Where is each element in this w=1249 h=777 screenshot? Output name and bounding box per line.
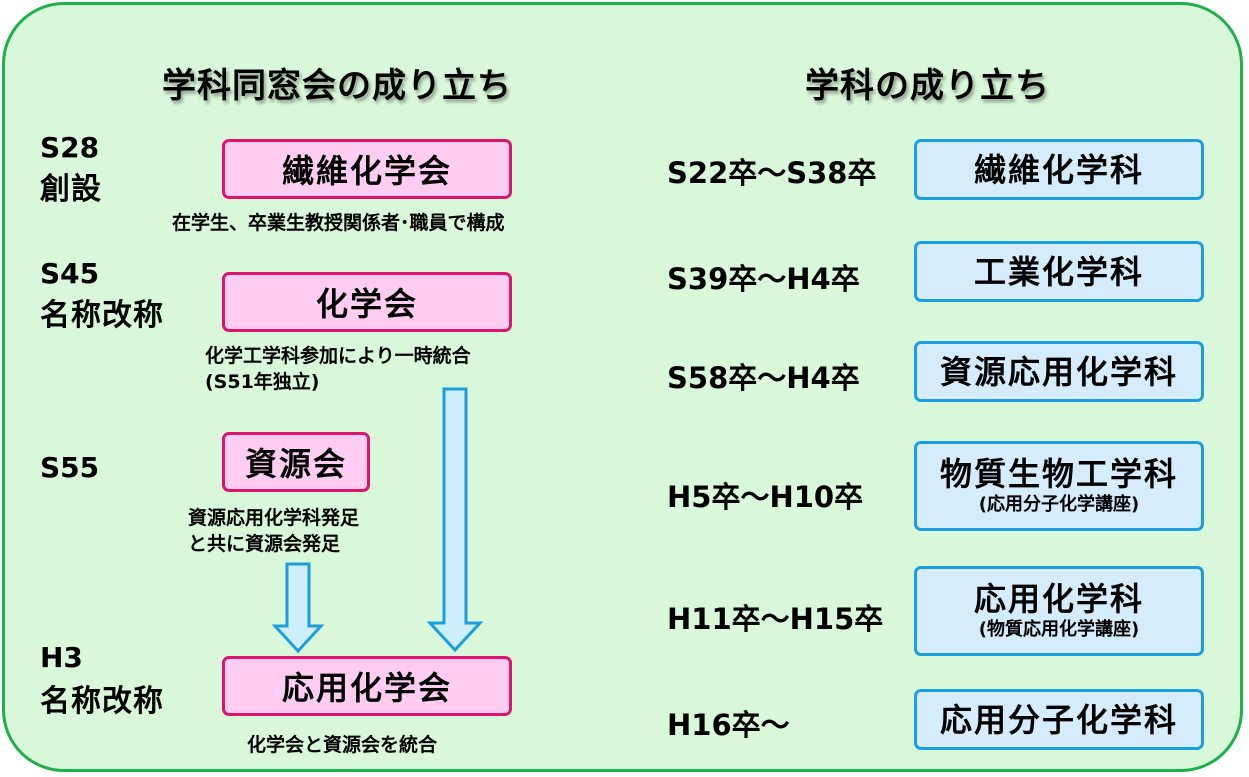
dept-subtitle: (物質応用化学講座): [978, 619, 1140, 640]
dept-name: 物質生物工学科: [939, 455, 1178, 493]
range-h11-h15: H11卒～H15卒: [667, 602, 884, 636]
dept-box-ouyou-bunshi-kagakuka: 応用分子化学科: [914, 689, 1204, 750]
s45-year: S45: [40, 257, 100, 290]
s45-note-1: 化学工学科参加により一時統合: [205, 345, 471, 367]
dept-name: 繊維化学科: [973, 150, 1144, 189]
dept-box-shigen-ouyou-kagakuka: 資源応用化学科: [914, 341, 1204, 402]
h3-note: 化学会と資源会を統合: [247, 734, 438, 756]
s28-year: S28: [40, 131, 100, 164]
range-s39-h4: S39卒～H4卒: [667, 262, 860, 296]
box-kagakukai: 化学会: [222, 272, 512, 332]
s45-note-2: (S51年独立): [205, 371, 320, 393]
down-arrow-short: [271, 562, 325, 654]
dept-box-busshitsu-seibutsu-kougakuka: 物質生物工学科 (応用分子化学講座): [914, 441, 1204, 531]
h3-event: 名称改称: [40, 684, 164, 719]
dept-name: 工業化学科: [973, 252, 1144, 291]
box-sen-i-kagakukai: 繊維化学会: [222, 139, 512, 199]
s28-event: 創設: [40, 172, 102, 207]
range-s22-s38: S22卒～S38卒: [667, 156, 877, 190]
box-ouyou-kagakukai: 応用化学会: [222, 656, 512, 716]
range-h16: H16卒～: [667, 708, 790, 742]
s28-note: 在学生、卒業生教授関係者･職員で構成: [172, 212, 505, 234]
dept-box-sen-i-kagakuka: 繊維化学科: [914, 139, 1204, 200]
box-shigenkai: 資源会: [222, 432, 370, 492]
dept-name: 応用分子化学科: [939, 700, 1178, 739]
range-h5-h10: H5卒～H10卒: [667, 480, 864, 514]
dept-name: 資源応用化学科: [939, 352, 1178, 391]
alumni-history-heading: 学科同窓会の成り立ち: [162, 66, 512, 106]
s55-year: S55: [40, 451, 100, 484]
h3-year: H3: [40, 641, 83, 674]
s55-note-1: 資源応用化学科発足: [188, 507, 360, 529]
department-history-heading: 学科の成り立ち: [805, 66, 1050, 106]
dept-box-ouyou-kagakuka: 応用化学科 (物質応用化学講座): [914, 566, 1204, 656]
range-s58-h4: S58卒～H4卒: [667, 361, 860, 395]
dept-box-kougyou-kagakuka: 工業化学科: [914, 241, 1204, 302]
s55-note-2: と共に資源会発足: [188, 533, 341, 555]
down-arrow-long: [426, 387, 484, 653]
s45-event: 名称改称: [40, 298, 164, 333]
dept-name: 応用化学科: [973, 580, 1144, 618]
dept-subtitle: (応用分子化学講座): [978, 494, 1140, 515]
